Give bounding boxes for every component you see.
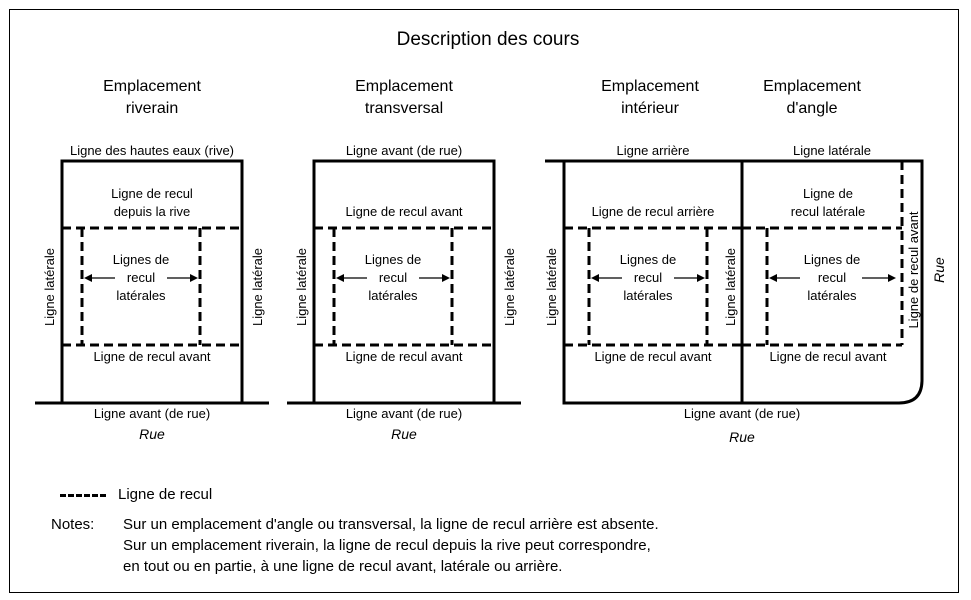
label-lignes-recul-1: Lignes de [113,252,169,267]
label-avant-rue-top: Ligne avant (de rue) [346,143,462,158]
label-recul-avant-top: Ligne de recul avant [345,204,462,219]
label-recul-laterale-2: recul latérale [791,204,865,219]
label-avant-rue: Ligne avant (de rue) [94,406,210,421]
label-rue: Rue [139,426,165,442]
label-lignes-recul-1: Lignes de [620,252,676,267]
lot-riverain: Ligne des hautes eaux (rive) Ligne de re… [35,143,269,442]
heading-interieur-line1: Emplacement [601,78,699,95]
label-rue-side: Rue [931,257,947,283]
lot-transversal: Ligne avant (de rue) Ligne de recul avan… [287,143,521,442]
arrowhead-right [442,274,450,282]
label-recul-arriere: Ligne de recul arrière [592,204,715,219]
heading-riverain-line2: riverain [126,100,178,117]
heading-transversal-line2: transversal [365,100,443,117]
notes: Notes: Sur un emplacement d'angle ou tra… [51,514,659,577]
legend-label: Ligne de recul [118,486,213,503]
heading-transversal-line1: Emplacement [355,78,453,95]
note-line-2: Sur un emplacement riverain, la ligne de… [123,537,651,554]
label-hautes-eaux: Ligne des hautes eaux (rive) [70,143,234,158]
arrowhead-left [769,274,777,282]
label-arriere: Ligne arrière [617,143,690,158]
arrowhead-right [190,274,198,282]
label-lignes-recul-angle-3: latérales [807,288,857,303]
heading-angle-line1: Emplacement [763,78,861,95]
heading-interieur-line2: intérieur [621,100,679,117]
notes-body: Sur un emplacement d'angle ou transversa… [123,514,659,577]
label-avant-rue: Ligne avant (de rue) [684,406,800,421]
label-ligne-laterale-right: Ligne latérale [250,248,265,326]
arrowhead-right [697,274,705,282]
note-line-3: en tout ou en partie, à une ligne de rec… [123,558,563,575]
arrowhead-right [888,274,896,282]
label-recul-rive-2: depuis la rive [114,204,191,219]
arrowhead-left [336,274,344,282]
label-laterale-top: Ligne latérale [793,143,871,158]
label-lignes-recul-1: Lignes de [365,252,421,267]
label-lignes-recul-angle-1: Lignes de [804,252,860,267]
label-ligne-laterale-shared: Ligne latérale [723,248,738,326]
lots-outline [562,159,924,405]
label-recul-avant-vertical: Ligne de recul avant [906,211,921,328]
label-rue: Rue [391,426,417,442]
note-line-1: Sur un emplacement d'angle ou transversa… [123,516,659,533]
label-lignes-recul-3: latérales [623,288,673,303]
label-ligne-laterale-left: Ligne latérale [42,248,57,326]
label-recul-avant-angle: Ligne de recul avant [769,349,886,364]
label-ligne-laterale-left: Ligne latérale [294,248,309,326]
label-ligne-laterale-left: Ligne latérale [544,248,559,326]
label-avant-rue: Ligne avant (de rue) [346,406,462,421]
arrowhead-left [591,274,599,282]
label-lignes-recul-3: latérales [368,288,418,303]
label-recul-avant: Ligne de recul avant [93,349,210,364]
diagram-frame [9,9,959,593]
label-recul-laterale-1: Ligne de [803,186,853,201]
label-lignes-recul-2: recul [379,270,407,285]
label-lignes-recul-2: recul [127,270,155,285]
label-lignes-recul-3: latérales [116,288,166,303]
heading-angle-line2: d'angle [786,100,837,117]
label-recul-avant-bottom: Ligne de recul avant [345,349,462,364]
lot-interieur-angle: Ligne arrière Ligne latérale Ligne de re… [544,143,947,445]
label-ligne-laterale-right: Ligne latérale [502,248,517,326]
notes-label: Notes: [51,516,95,533]
label-lignes-recul-2: recul [634,270,662,285]
label-rue: Rue [729,429,755,445]
dashed-line-swatch [60,493,106,497]
label-recul-avant-interieur: Ligne de recul avant [594,349,711,364]
label-lignes-recul-angle-2: recul [818,270,846,285]
legend: Ligne de recul [60,486,212,503]
label-recul-rive-1: Ligne de recul [111,186,193,201]
heading-riverain-line1: Emplacement [103,78,201,95]
diagram-title: Description des cours [397,29,580,50]
arrowhead-left [84,274,92,282]
